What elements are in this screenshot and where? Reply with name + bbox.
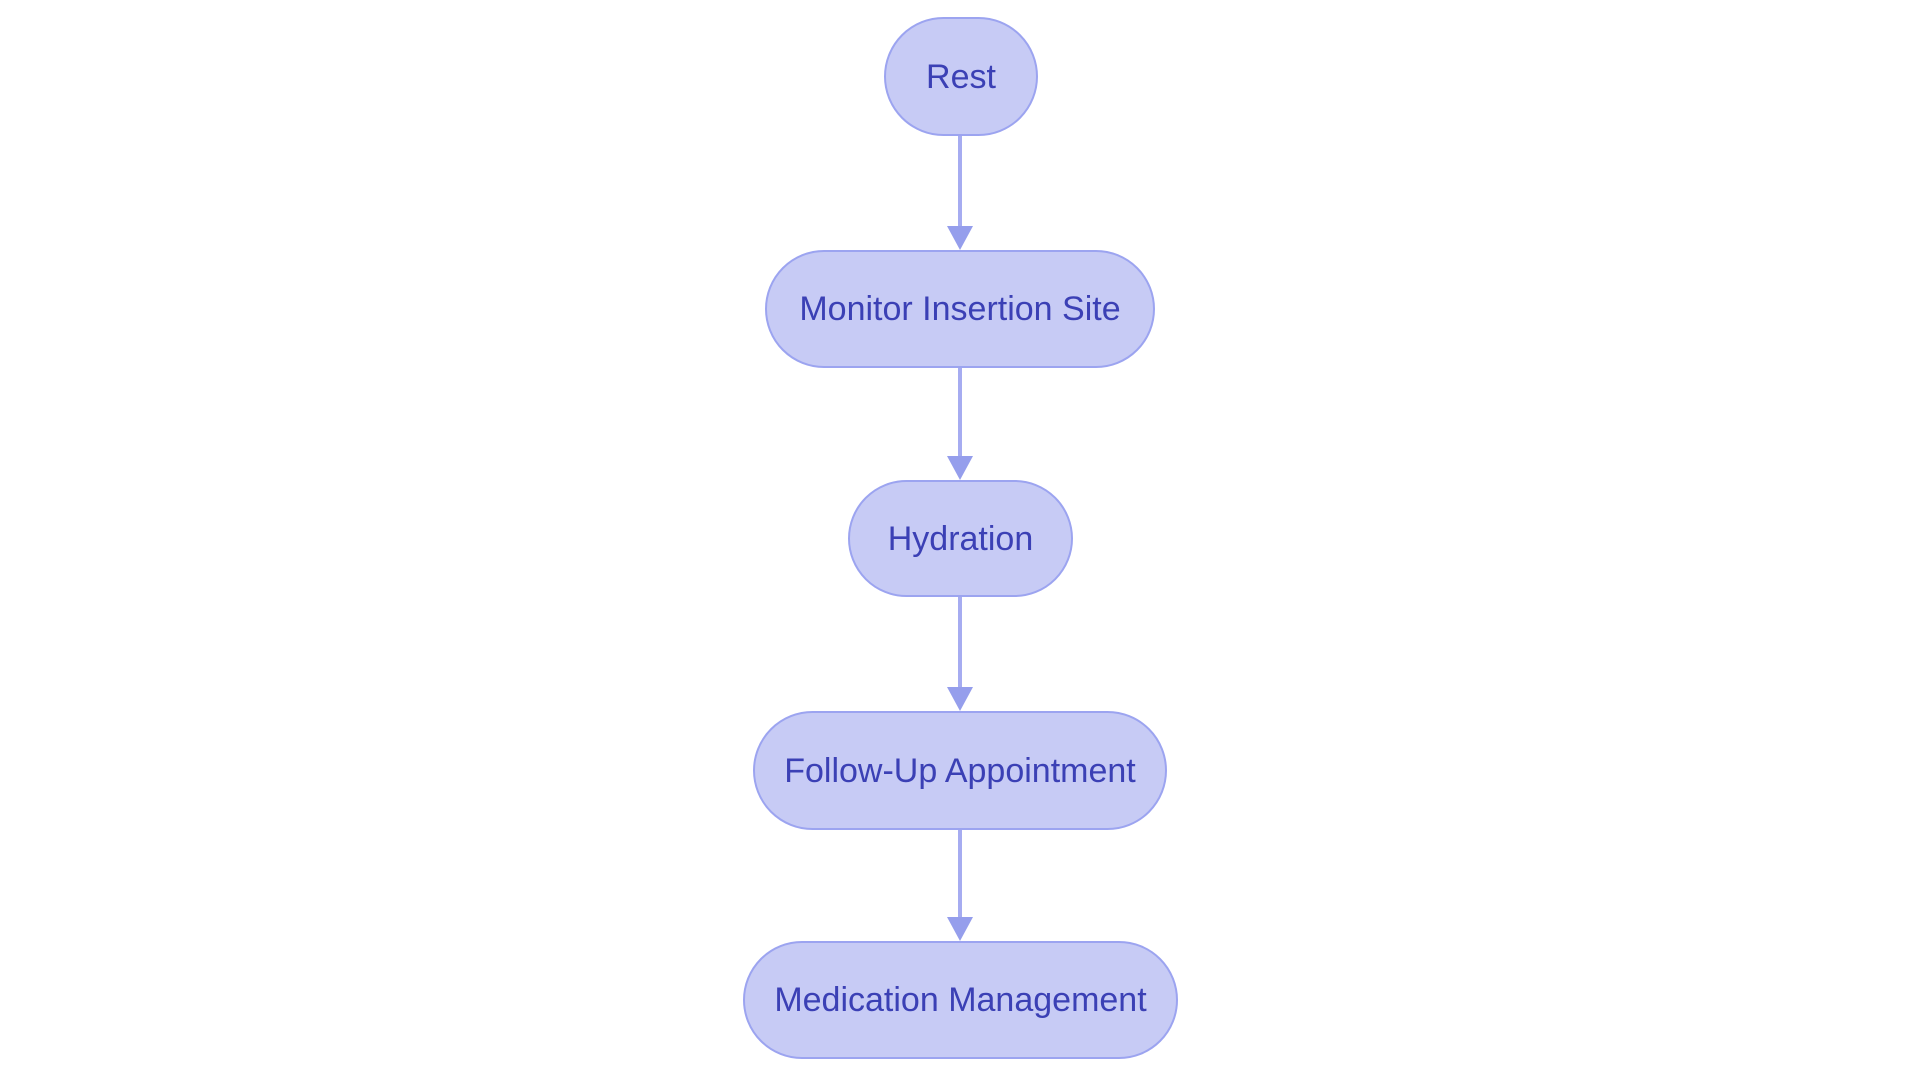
flow-node-hydration-label: Hydration	[887, 519, 1034, 558]
flow-node-hydration: Hydration	[848, 480, 1073, 597]
flow-node-monitor-insertion-site-label: Monitor Insertion Site	[799, 290, 1121, 328]
flow-node-medication-management: Medication Management	[743, 941, 1178, 1059]
flow-node-follow-up-appointment-label: Follow-Up Appointment	[784, 751, 1136, 790]
arrow-monitor-insertion-site-to-hydration	[947, 368, 973, 480]
arrowhead-icon	[947, 226, 973, 250]
arrow-rest-to-monitor-insertion-site	[947, 136, 973, 250]
arrowhead-icon	[947, 456, 973, 480]
arrowhead-icon	[947, 917, 973, 941]
flow-node-follow-up-appointment: Follow-Up Appointment	[753, 711, 1167, 830]
arrowhead-icon	[947, 687, 973, 711]
flow-node-rest-label: Rest	[926, 57, 996, 96]
flow-node-medication-management-label: Medication Management	[774, 981, 1147, 1019]
arrow-hydration-to-follow-up-appointment	[947, 597, 973, 711]
arrow-follow-up-appointment-to-medication-management	[947, 830, 973, 941]
flow-node-rest: Rest	[884, 17, 1038, 136]
flow-node-monitor-insertion-site: Monitor Insertion Site	[765, 250, 1155, 368]
